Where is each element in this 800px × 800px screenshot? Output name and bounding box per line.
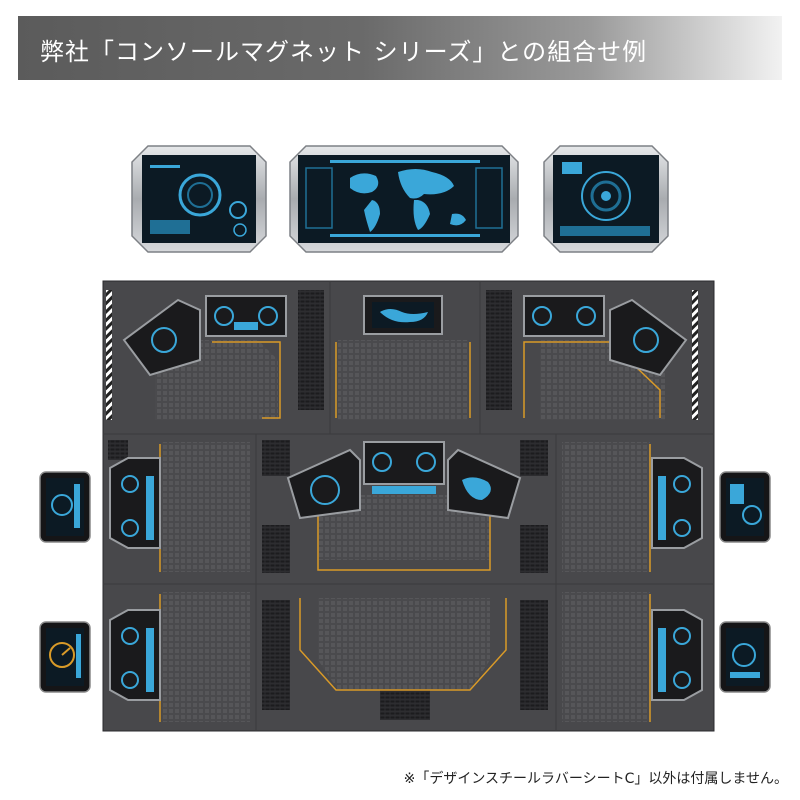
header-banner: 弊社「コンソールマグネット シリーズ」との組合せ例 [18, 16, 782, 80]
page-title: 弊社「コンソールマグネット シリーズ」との組合せ例 [40, 38, 648, 66]
rubber-sheet-board [102, 280, 715, 732]
gauge-dial-icon [49, 642, 75, 668]
magnet-panel-right [543, 145, 669, 253]
board-console-bottom-right [651, 609, 703, 701]
magnet-panel-center [289, 145, 519, 253]
magnet-panel-left [131, 145, 267, 253]
board-console-bottom-left [109, 609, 161, 701]
mini-magnet-right-lower [719, 621, 771, 693]
footnote: ※「デザインスチールラバーシートC」以外は付属しません。 [403, 771, 788, 787]
board-console-top-right [523, 295, 688, 377]
mini-magnet-right-upper [719, 471, 771, 543]
mini-magnet-left-lower [39, 621, 91, 693]
board-console-mid-left [109, 457, 161, 549]
board-console-center [286, 441, 522, 520]
board-console-top-center [363, 295, 443, 335]
board-console-mid-right [651, 457, 703, 549]
mini-magnet-left-upper [39, 471, 91, 543]
board-console-top-left [122, 295, 287, 377]
world-map-icon [350, 169, 466, 232]
radar-icon [581, 171, 631, 221]
